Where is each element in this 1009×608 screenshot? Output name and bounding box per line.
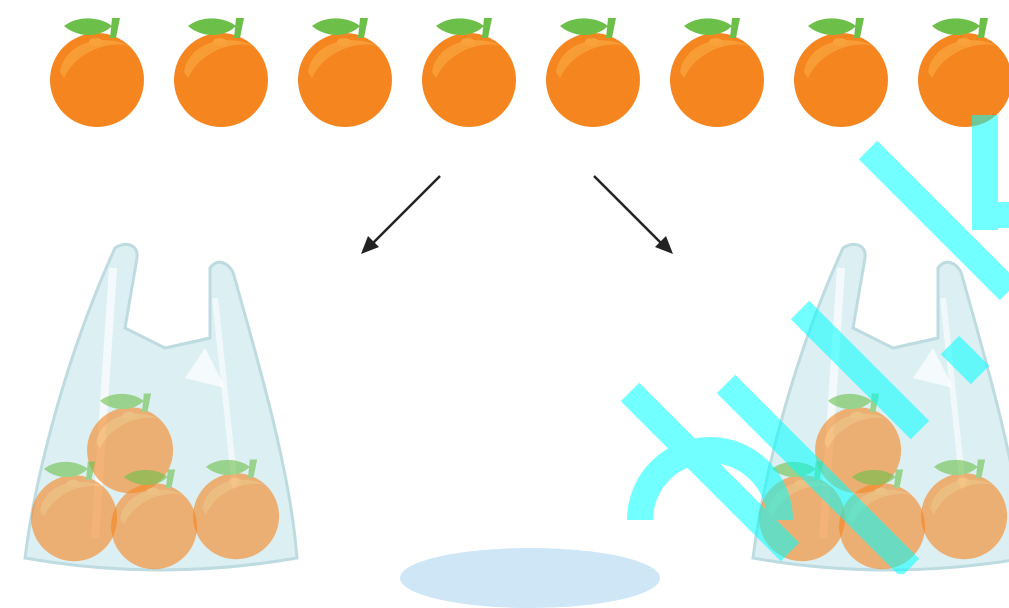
arrow-left-icon xyxy=(361,176,440,254)
orange-icon xyxy=(174,12,270,130)
right-bag xyxy=(733,238,1009,574)
orange-icon xyxy=(918,12,1009,130)
orange-icon xyxy=(794,12,890,130)
orange-icon xyxy=(298,12,394,130)
bag-orange-icon xyxy=(111,464,199,576)
left-bag xyxy=(5,238,305,574)
arrow-right-icon xyxy=(594,176,673,254)
orange-icon xyxy=(50,12,146,130)
orange-row xyxy=(0,0,1009,140)
bottom-blob xyxy=(400,548,660,608)
orange-icon xyxy=(670,12,766,130)
bag-orange-icon xyxy=(193,454,281,566)
orange-icon xyxy=(546,12,642,130)
orange-icon xyxy=(422,12,518,130)
bag-orange-icon xyxy=(921,454,1009,566)
bag-orange-icon xyxy=(31,456,119,568)
bag-orange-icon xyxy=(759,456,847,568)
bag-orange-icon xyxy=(839,464,927,576)
